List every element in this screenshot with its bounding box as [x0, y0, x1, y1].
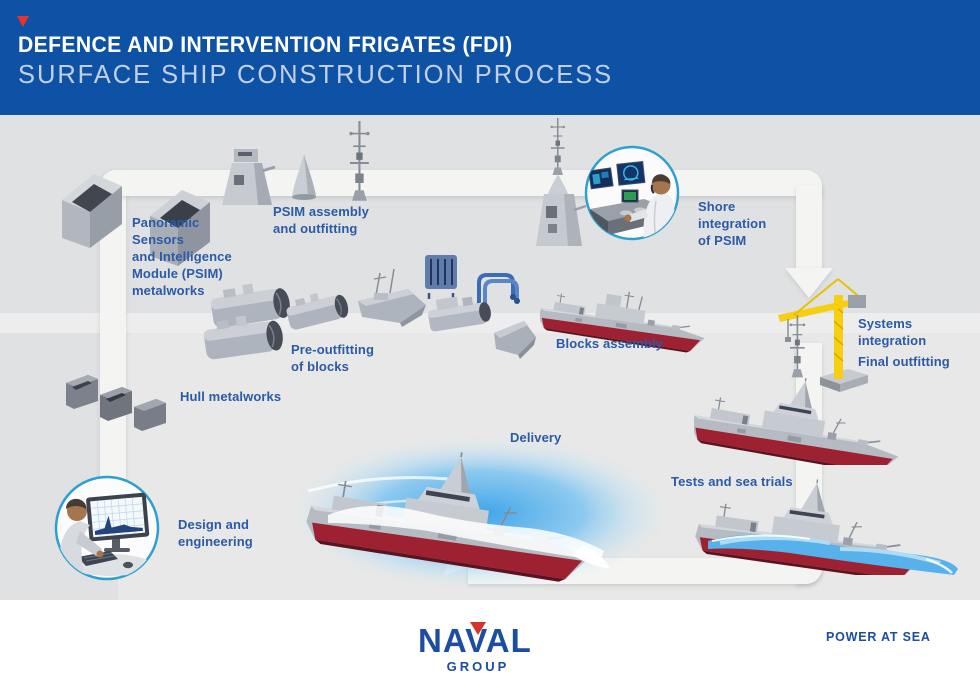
stage-label-psim-metalworks: Panoramic Sensors and Intelligence Modul… [132, 215, 232, 298]
logo-red-triangle-icon [470, 622, 486, 635]
red-triangle-marker-icon [17, 16, 29, 27]
stage-label-systems-integration: Systems integration [858, 316, 927, 348]
process-diagram: Panoramic Sensors and Intelligence Modul… [0, 115, 980, 600]
hull-metalworks-illustration [66, 375, 166, 431]
blocks-assembly-ship-illustration [540, 289, 709, 356]
page-subtitle: SURFACE SHIP CONSTRUCTION PROCESS [18, 59, 614, 89]
stage-label-shore-integration: Shore integration of PSIM [698, 199, 767, 248]
stage-label-psim-assembly: PSIM assembly and outfitting [273, 204, 369, 236]
bow-block-illustration [358, 268, 426, 327]
naval-group-logo: NAVAL GROUP [418, 622, 531, 674]
page-title: DEFENCE AND INTERVENTION FRIGATES (FDI) [18, 32, 513, 57]
stage-label-pre-outfitting: Pre-outfitting of blocks [291, 342, 374, 374]
flow-arrow-down-icon [785, 268, 833, 298]
console-operator-illustration [584, 145, 680, 241]
antenna-mast-illustration [348, 119, 371, 202]
crane-illustration [778, 278, 868, 392]
flow-path-top [100, 170, 822, 196]
psim-metalworks-illustration [62, 174, 210, 266]
logo-sub-text: GROUP [447, 659, 510, 674]
footer: NAVAL GROUP POWER AT SEA [0, 600, 980, 692]
stage-label-blocks-assembly: Blocks assembly [556, 336, 664, 351]
psim-turret-illustration [222, 149, 276, 205]
superstructure-block-illustration [428, 296, 491, 332]
stage-label-tests-sea-trials: Tests and sea trials [671, 474, 793, 489]
delivery-ship-illustration [292, 395, 668, 589]
flow-path-right-upper [796, 185, 822, 270]
stage-label-final-outfitting: Final outfitting [858, 354, 950, 369]
psim-tower-illustration [536, 118, 587, 246]
bow-block-illustration [494, 321, 536, 359]
equipment-module-illustration [425, 255, 457, 299]
stage-label-hull-metalworks: Hull metalworks [180, 389, 282, 404]
sea-trials-ship-illustration [690, 445, 958, 575]
psim-cone-illustration [292, 154, 316, 200]
hull-block-illustration [201, 310, 286, 362]
stage-label-delivery: Delivery [510, 430, 562, 445]
stage-label-design-engineering: Design and engineering [178, 517, 253, 549]
design-engineer-illustration [54, 475, 160, 581]
header-banner: DEFENCE AND INTERVENTION FRIGATES (FDI) … [0, 0, 980, 115]
hull-block-illustration [284, 287, 351, 332]
tagline: POWER AT SEA [826, 630, 931, 644]
